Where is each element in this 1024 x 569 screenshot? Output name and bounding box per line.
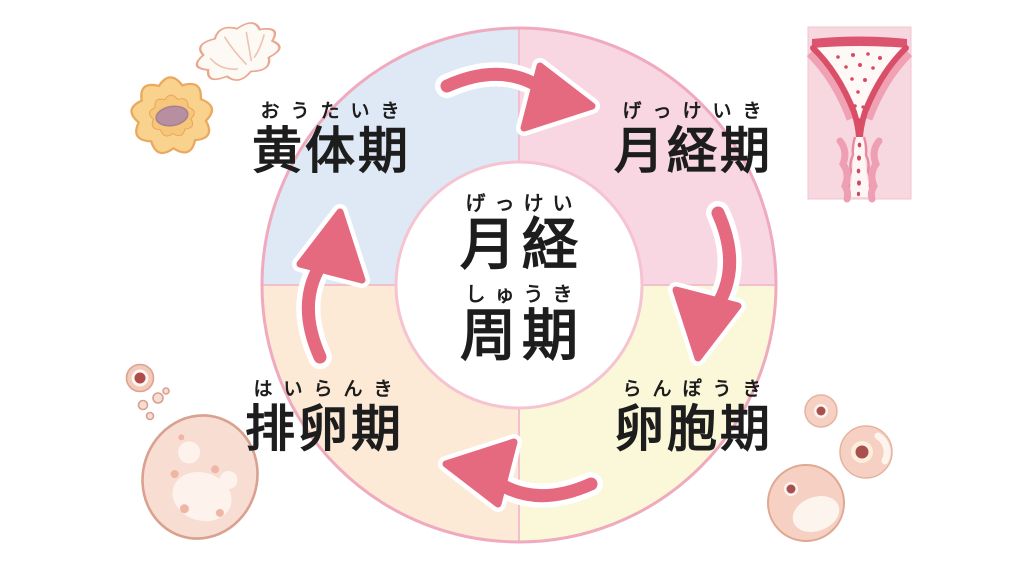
uterus-menstruation-icon	[806, 26, 913, 203]
menstrual-blood-dots	[836, 52, 882, 122]
follicle-stages-icon	[767, 394, 893, 542]
ovum-icon	[125, 363, 155, 393]
corpus-albicans-icon	[187, 12, 287, 93]
center-circle	[394, 160, 644, 410]
ruptured-follicle-icon	[137, 387, 259, 540]
blood-droplets	[856, 142, 862, 197]
escaping-fluid-bubbles	[137, 387, 170, 421]
corpus-luteum-icon	[125, 71, 217, 161]
outer-ring	[260, 26, 778, 544]
